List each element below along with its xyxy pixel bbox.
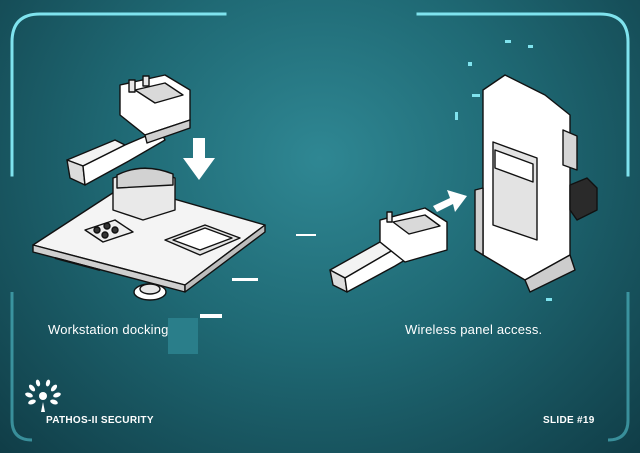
dock-illustration [25, 70, 275, 310]
glitch-overlay [168, 318, 198, 354]
glitch-fragment [232, 278, 258, 281]
glitch-fragment [200, 314, 222, 318]
glitch-fragment [296, 234, 316, 236]
wreath-emblem-icon [25, 379, 61, 412]
arrow-down-icon [183, 138, 215, 180]
caption-wireless: Wireless panel access. [405, 322, 543, 337]
caption-docking: Workstation docking. [48, 322, 173, 337]
slide-number: SLIDE #19 [543, 415, 595, 426]
wireless-illustration [325, 70, 615, 300]
arrow-right-icon [433, 190, 467, 212]
brand-label: PATHOS-II SECURITY [46, 415, 154, 426]
